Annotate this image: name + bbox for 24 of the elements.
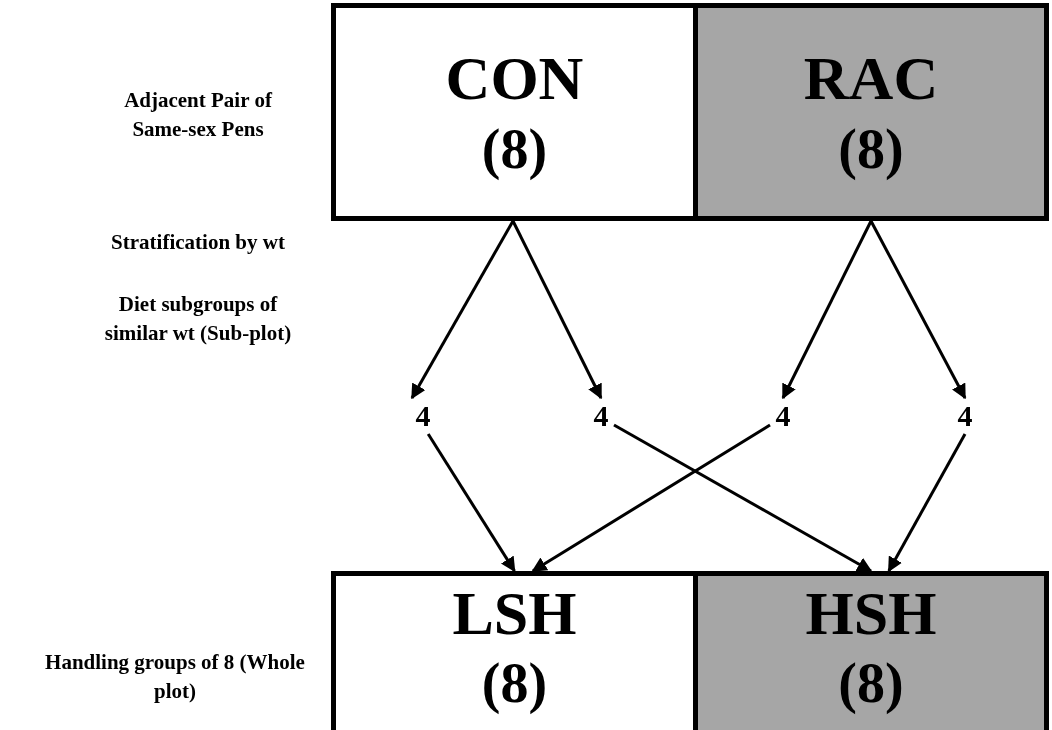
- row-label: Diet subgroups of similar wt (Sub-plot): [103, 291, 293, 348]
- arrow: [410, 220, 515, 400]
- group-size: (8): [481, 651, 548, 717]
- arrow: [531, 423, 771, 573]
- arrow: [869, 220, 967, 400]
- arrow: [781, 220, 873, 400]
- arrow: [426, 433, 516, 573]
- group-name: RAC: [803, 43, 939, 115]
- arrow: [613, 423, 873, 573]
- row-label: Stratification by wt: [110, 229, 286, 256]
- subgroup-count: 4: [410, 398, 436, 434]
- subgroup-count: 4: [770, 398, 796, 434]
- group-name: LSH: [452, 578, 577, 649]
- subgroup-count: 4: [588, 398, 614, 434]
- arrow: [887, 433, 967, 573]
- row-label: Adjacent Pair of Same-sex Pens: [123, 87, 274, 144]
- subgroup-count: 4: [952, 398, 978, 434]
- row-label: Handling groups of 8 (Whole plot): [44, 649, 306, 706]
- group-size: (8): [838, 651, 904, 717]
- arrow: [511, 220, 603, 400]
- group-name: HSH: [805, 578, 937, 649]
- group-size: (8): [481, 116, 548, 182]
- group-size: (8): [838, 116, 904, 182]
- group-name: CON: [445, 43, 584, 115]
